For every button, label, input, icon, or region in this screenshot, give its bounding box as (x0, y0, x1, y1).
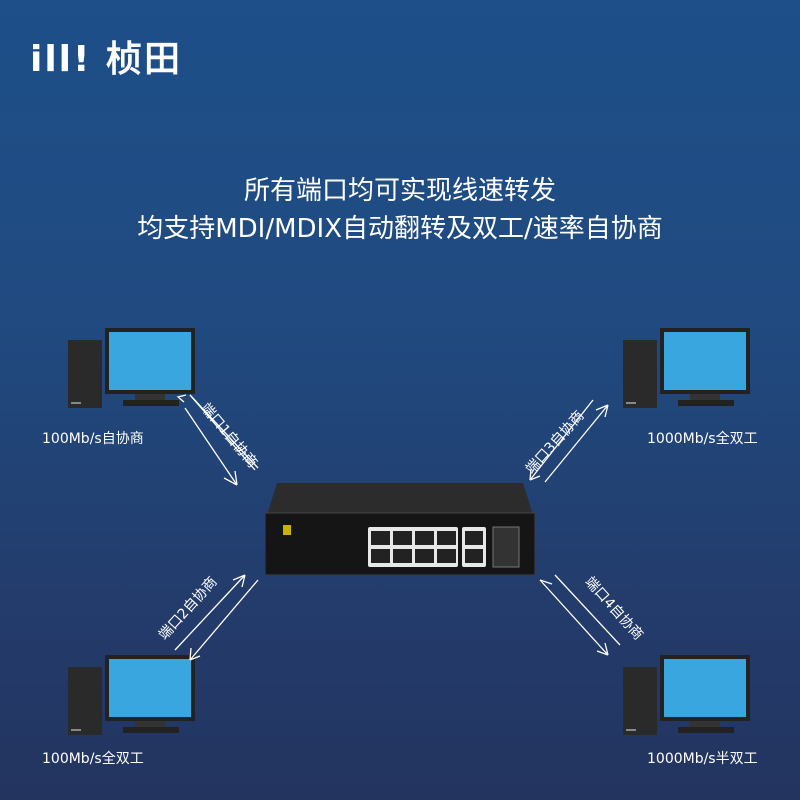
computer-icon (623, 328, 750, 408)
arrow-line-3 (544, 404, 609, 483)
logo-mark: ill! (30, 39, 92, 80)
computer-icon (68, 655, 195, 735)
switch-logo-icon (283, 525, 291, 535)
sfp-port (492, 526, 520, 568)
arrow-line-4 (539, 579, 609, 656)
device-caption-2: 100Mb/s全双工 (42, 751, 144, 767)
computer-icon (623, 655, 750, 735)
network-switch (265, 483, 535, 575)
headline-2: 均支持MDI/MDIX自动翻转及双工/速率自协商 (137, 214, 663, 244)
device-caption-4: 1000Mb/s半双工 (647, 751, 758, 767)
arrow-line-2 (174, 574, 246, 651)
device-caption-1: 100Mb/s自协商 (42, 431, 144, 447)
computer-icon (68, 328, 195, 408)
logo-name: 桢田 (105, 39, 182, 80)
headline-1: 所有端口均可实现线速转发 (243, 176, 556, 206)
brand-logo: ill! 桢田 (30, 30, 182, 82)
device-caption-3: 1000Mb/s全双工 (647, 431, 758, 447)
